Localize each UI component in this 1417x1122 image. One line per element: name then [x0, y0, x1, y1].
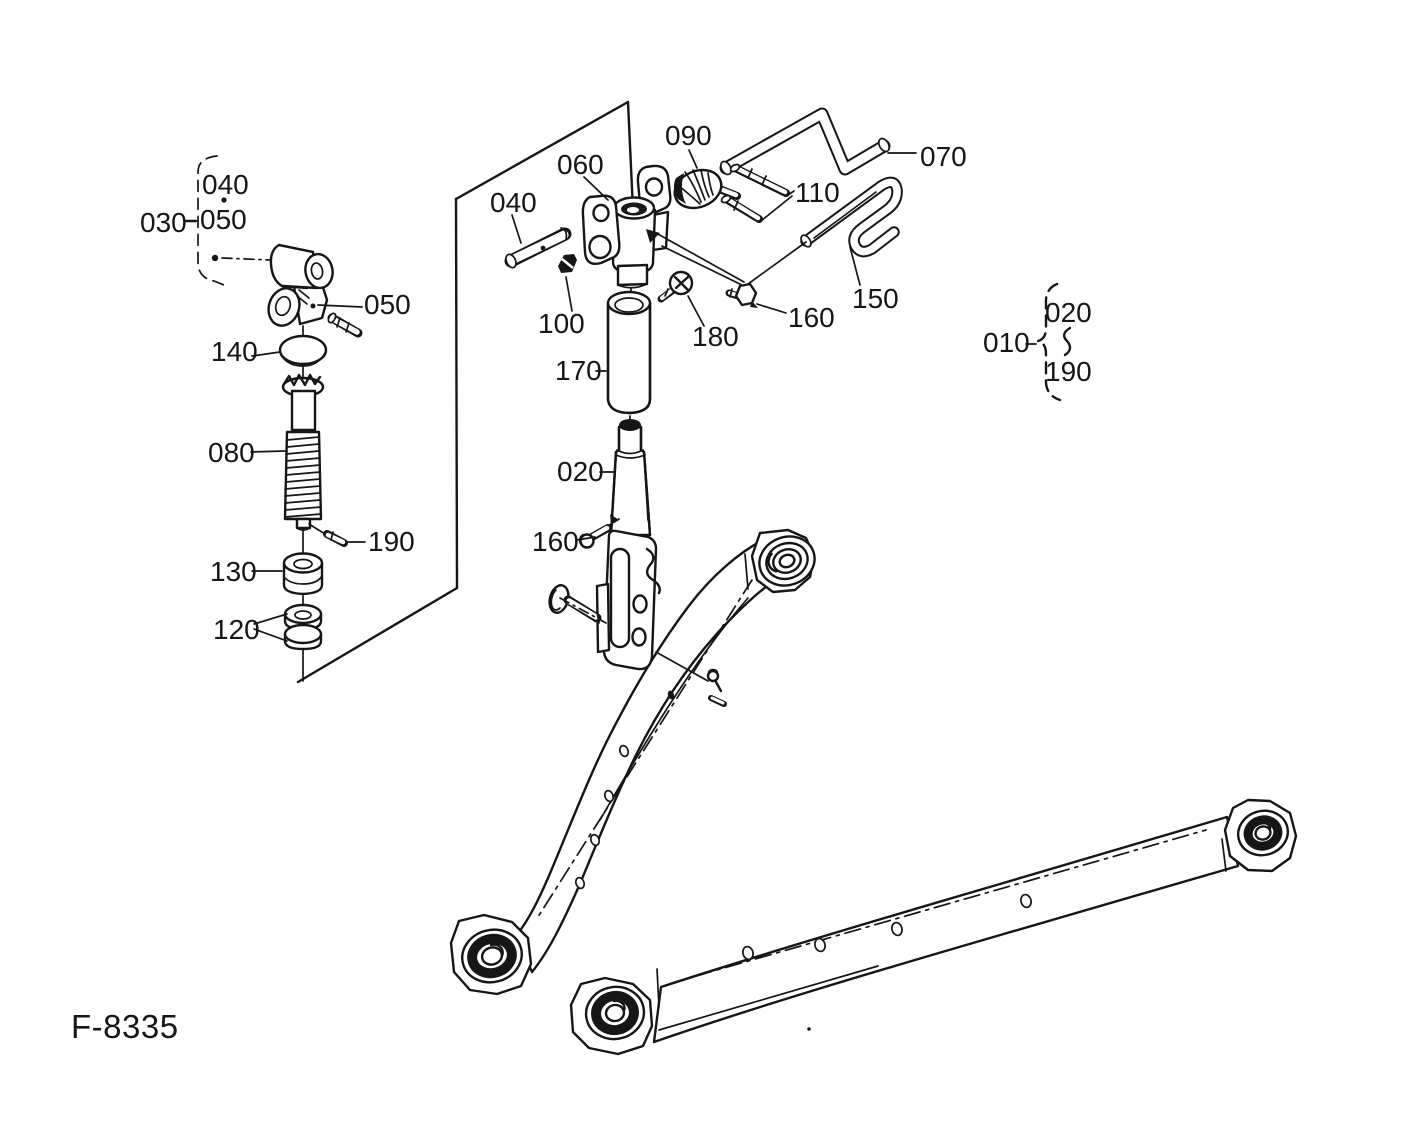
- clevis-pin-lower: [548, 584, 607, 624]
- callout-060: 060: [557, 149, 604, 180]
- callout-labels: 030 040 050 050 140 080 190 130 120 040 …: [140, 120, 1092, 645]
- callout-190-left: 190: [368, 526, 415, 557]
- crank-handle-070: [719, 107, 891, 176]
- pin-050: [317, 304, 363, 338]
- callout-070: 070: [920, 141, 967, 172]
- bolt-180: [657, 270, 694, 303]
- group-bracket-030: [184, 155, 272, 286]
- callout-110: 110: [795, 177, 840, 208]
- nut-100: [558, 254, 577, 273]
- top-link-yoke-060: [581, 164, 672, 289]
- callout-040-center: 040: [490, 187, 537, 218]
- clevis-assembly-left: [267, 243, 334, 327]
- group-brace-010: [1025, 282, 1072, 402]
- callout-020-center: 020: [557, 456, 604, 487]
- handle-guide-150: [800, 176, 903, 258]
- callout-020-range: 020: [1045, 297, 1092, 328]
- callout-160-lower: 160: [532, 526, 579, 557]
- callout-120: 120: [213, 614, 260, 645]
- washer-140: [278, 325, 328, 378]
- callout-160-upper: 160: [788, 302, 835, 333]
- callout-050-group: 050: [200, 204, 247, 235]
- leveling-screw-080: [281, 373, 325, 531]
- ball-stud-160-lower: [576, 518, 620, 549]
- reference-plane-outline: [296, 100, 635, 684]
- callout-180: 180: [692, 321, 739, 352]
- bushing-130: [282, 529, 324, 596]
- callout-100: 100: [538, 308, 585, 339]
- pins-110: [720, 163, 795, 223]
- figure-code: F-8335: [71, 1008, 179, 1045]
- callout-040-group: 040: [202, 169, 249, 200]
- leader-lines: [250, 149, 917, 642]
- bevel-gear-090: [673, 168, 741, 210]
- callout-030: 030: [140, 207, 187, 238]
- range-squiggle: [1062, 326, 1072, 357]
- lower-fork-end: [595, 529, 661, 671]
- callout-080: 080: [208, 437, 255, 468]
- callout-090: 090: [665, 120, 712, 151]
- callout-050: 050: [364, 289, 411, 320]
- cotter-pin-small: [655, 651, 727, 707]
- pin-190-left: [308, 523, 348, 547]
- lift-arm-front: [449, 528, 816, 996]
- group-separator-dot: [221, 197, 227, 203]
- callout-190-range: 190: [1045, 356, 1092, 387]
- stray-mark: [807, 1027, 811, 1031]
- bushing-120: [283, 595, 323, 682]
- callout-140: 140: [211, 336, 258, 367]
- callout-010: 010: [983, 327, 1030, 358]
- lift-arm-rear: [569, 798, 1298, 1056]
- sleeve-170: [606, 288, 652, 425]
- callout-130: 130: [210, 556, 257, 587]
- ball-stud-160-upper: [655, 232, 807, 308]
- pin-040-center: [504, 227, 572, 269]
- latch-hook: [645, 547, 661, 595]
- callout-170: 170: [555, 355, 602, 386]
- callout-150: 150: [852, 283, 899, 314]
- lift-rod-020: [609, 419, 652, 537]
